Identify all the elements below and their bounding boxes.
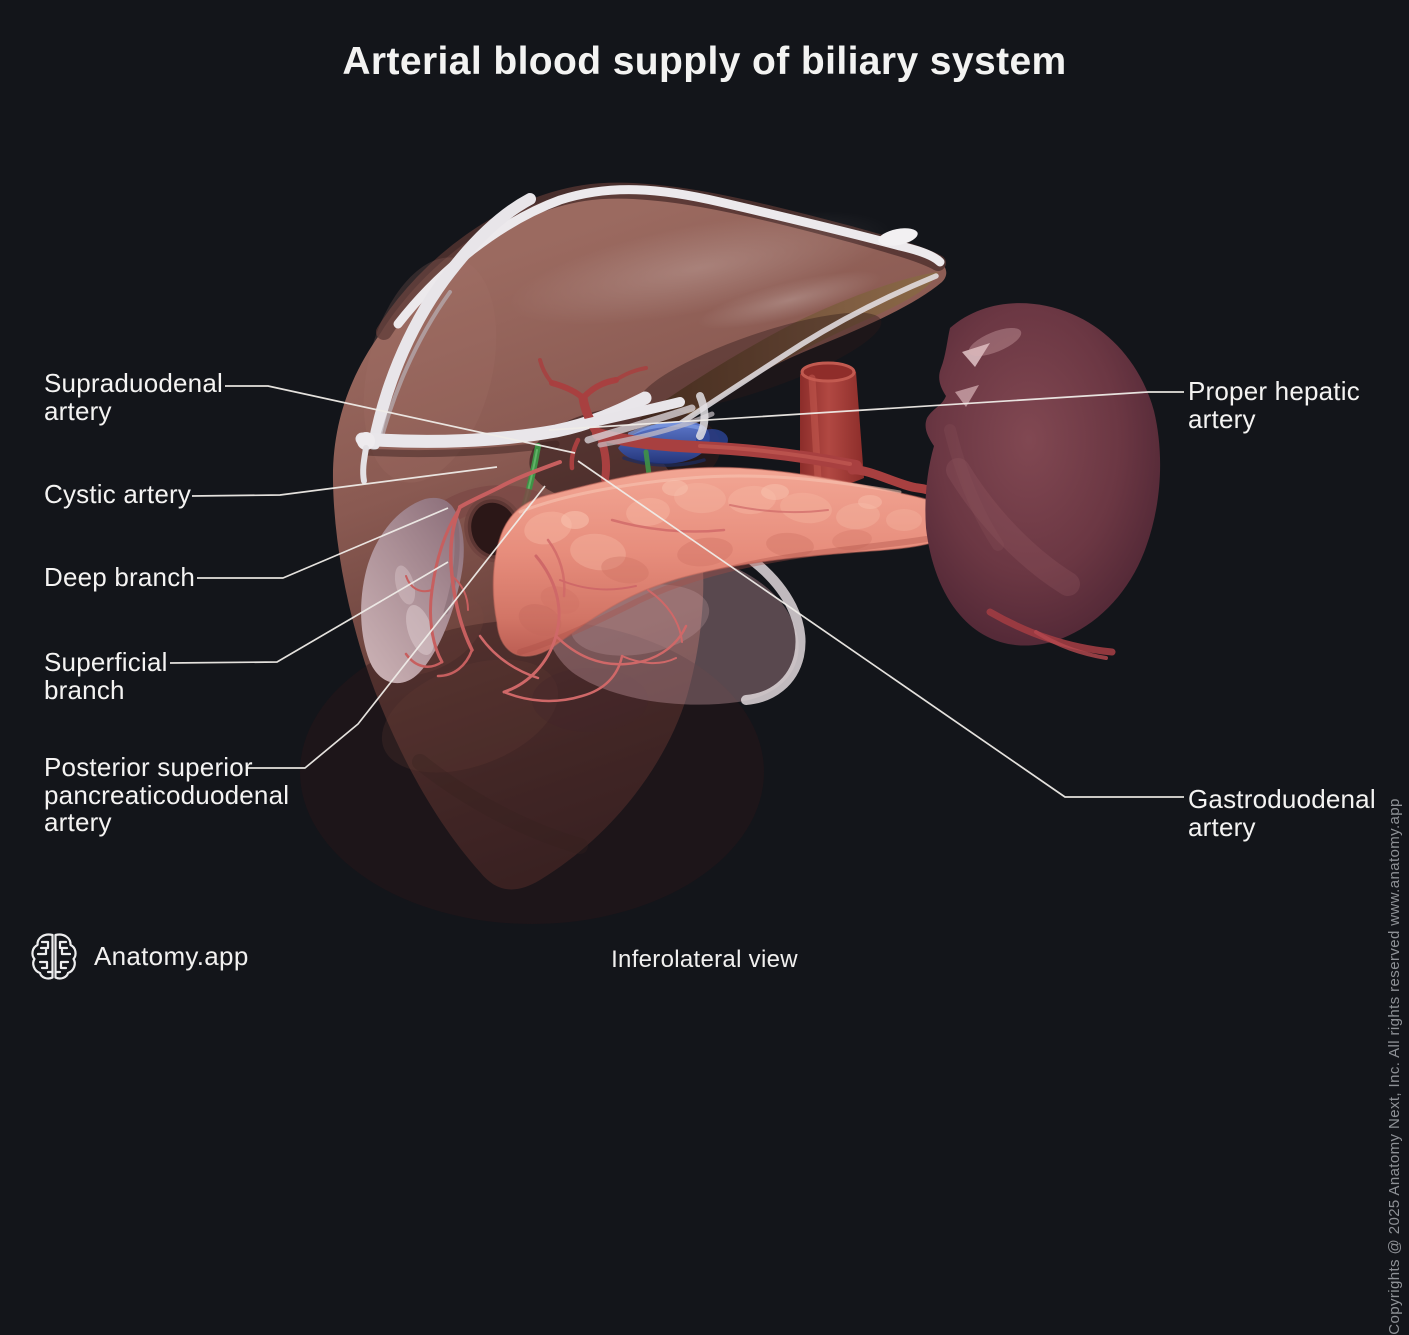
splenic-hilum-vessels [986,608,1116,660]
gallbladder [361,497,464,684]
label-supraduodenal-artery: Supraduodenal artery [44,368,223,426]
spleen-notch-highlight-2 [955,385,979,407]
gastroduodenal-artery-shape [598,438,610,483]
leader-line-supraduodenal-artery [225,385,576,454]
leader-line-deep-branch [197,507,449,579]
spleen-notch-highlight-1 [962,343,990,367]
label-superficial-branch: Superficial branch [44,647,168,705]
leader-line-proper-hepatic-artery [548,391,1184,431]
brand: Anatomy.app [28,930,249,982]
copyright-vertical-text: Copyrights @ 2025 Anatomy Next, Inc. All… [1386,798,1403,1335]
poster: Arterial blood supply of biliary system [28,40,1403,1335]
spleen-gloss-streak [946,458,1080,596]
leader-line-superficial-branch [169,561,449,664]
falciform-left-band [368,193,536,450]
spleen-body [925,303,1161,646]
pancreas-top-highlight [518,474,902,514]
liver-highlight-2 [697,271,883,329]
pancreaticoduodenal-arcades [478,504,829,703]
hepatic-twig-2 [614,366,648,382]
label-deep-branch: Deep branch [44,562,196,592]
round-ligament-tail [360,445,369,484]
falciform-band-shade [378,290,452,446]
liver-marble-2 [532,668,648,732]
portal-vein-shade [622,456,706,467]
leader-line-posterior-superior-pancreaticoduodenal-artery [247,485,546,769]
gallbladder-gloss-1 [406,604,434,656]
ligament-tip-highlight [878,228,918,246]
pancreas-bottom-shade [517,533,947,655]
leader-line-cystic-artery [191,466,498,497]
supraduodenal-artery-shape [569,437,581,471]
wing-shadow [638,312,882,412]
page-title: Arterial blood supply of biliary system [342,40,1067,83]
hepatic-twig-1 [538,358,554,385]
label-proper-hepatic-artery: Proper hepatic artery [1188,376,1360,434]
leader-line-gastroduodenal-artery [577,460,1184,798]
pancreas-texture [518,480,922,636]
gallbladder-gloss-2 [394,565,416,605]
liver-lower-shadow [300,620,764,924]
liver-highlight [508,210,892,326]
liver-marble-4 [412,754,588,854]
cystic-artery-branches [404,460,562,678]
label-gastroduodenal-artery: Gastroduodenal artery [1188,784,1376,842]
right-hepatic-branch [580,377,619,401]
cystic-artery-shape [458,460,562,509]
duodenum-white-rim [741,555,806,705]
spleen-gloss-top [968,328,1022,356]
label-posterior-superior-pancreaticoduodenal-artery: Posterior superior pancreaticoduodenal a… [44,752,290,837]
liver-left-sheen [363,257,497,483]
view-caption: Inferolateral view [611,946,798,973]
label-cystic-artery: Cystic artery [44,479,192,509]
proper-hepatic-artery-shape [578,393,603,439]
gallbladder-body [361,497,464,684]
portal-vein-highlight [628,422,702,436]
brand-name: Anatomy.app [94,940,249,971]
spleen [925,303,1161,660]
common-hepatic-highlight [698,444,852,466]
brain-icon [31,933,77,980]
gallbladder-edge-shade [443,517,460,615]
spleen-gloss-streak-2 [944,424,1004,551]
leader-lines [169,385,1184,798]
round-ligament-knob [357,432,375,450]
wing-under-rim [647,273,939,447]
anatomy-illustration [169,182,1184,924]
